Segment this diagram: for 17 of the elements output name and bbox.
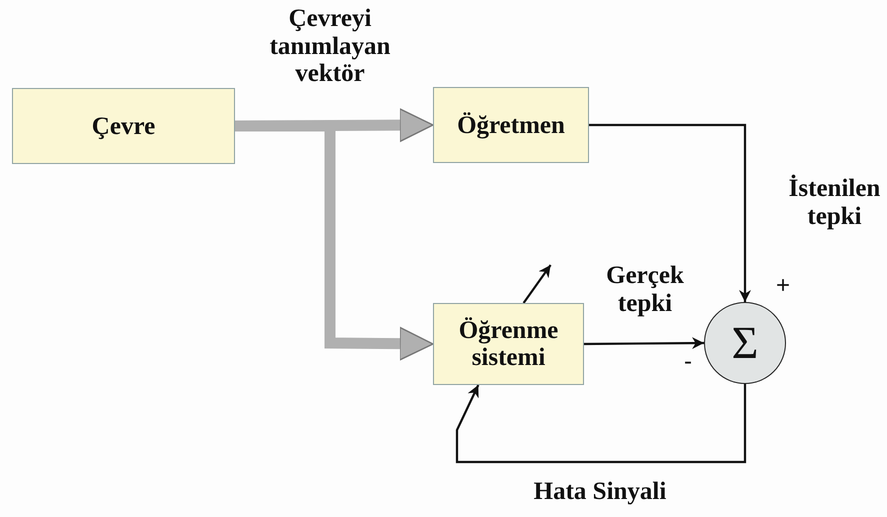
node-label: Öğrenme sistemi: [458, 317, 560, 371]
plus-sign: +: [776, 272, 790, 300]
process-box: [433, 303, 584, 385]
arrow: [456, 384, 746, 464]
minus-sign: -: [684, 348, 692, 376]
process-box: [12, 88, 235, 164]
edge-label: Çevreyi tanımlayan vektör: [268, 5, 392, 88]
sigma-symbol: Σ: [732, 318, 758, 368]
edge-label: Gerçek tepki: [605, 262, 685, 317]
edge-label: Hata Sinyali: [532, 478, 668, 506]
arrow: [589, 124, 751, 302]
node-label: Çevre: [92, 112, 156, 140]
edge-label: İstenilen tepki: [788, 175, 882, 230]
arrow: [584, 337, 704, 350]
node-label: Öğretmen: [457, 112, 565, 138]
process-box: [433, 87, 589, 163]
arrow: [522, 264, 552, 304]
